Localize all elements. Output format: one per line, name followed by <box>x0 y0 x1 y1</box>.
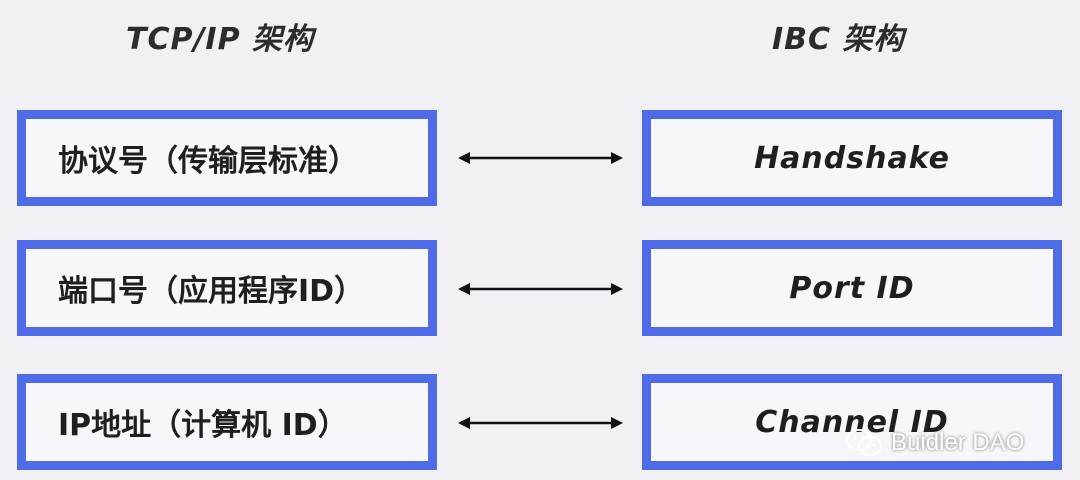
ibc-port-id-label: Port ID <box>789 270 915 306</box>
double-arrow-icon <box>458 283 623 295</box>
wechat-icon <box>846 429 882 456</box>
tcpip-port-number-box: 端口号（应用程序ID） <box>17 240 437 336</box>
tcpip-architecture-heading: TCP/IP 架构 <box>126 22 315 57</box>
tcpip-protocol-number-label: 协议号（传输层标准） <box>58 144 358 179</box>
tcpip-protocol-number-box: 协议号（传输层标准） <box>17 110 437 206</box>
watermark: Buidler DAO <box>845 428 1024 458</box>
ibc-channel-id-label: Channel ID <box>755 404 949 440</box>
double-arrow-icon <box>458 152 623 164</box>
watermark-text: Buidler DAO <box>891 429 1025 456</box>
tcpip-port-number-label: 端口号（应用程序ID） <box>58 274 365 309</box>
tcpip-ip-address-label: IP地址（计算机 ID） <box>58 408 348 443</box>
ibc-architecture-heading: IBC 架构 <box>772 22 905 57</box>
ibc-handshake-label: Handshake <box>754 140 950 176</box>
double-arrow-icon <box>458 417 623 429</box>
ibc-channel-id-box: Channel ID <box>642 374 1062 470</box>
ibc-handshake-box: Handshake <box>642 110 1062 206</box>
ibc-port-id-box: Port ID <box>642 240 1062 336</box>
tcpip-ip-address-box: IP地址（计算机 ID） <box>17 374 437 470</box>
